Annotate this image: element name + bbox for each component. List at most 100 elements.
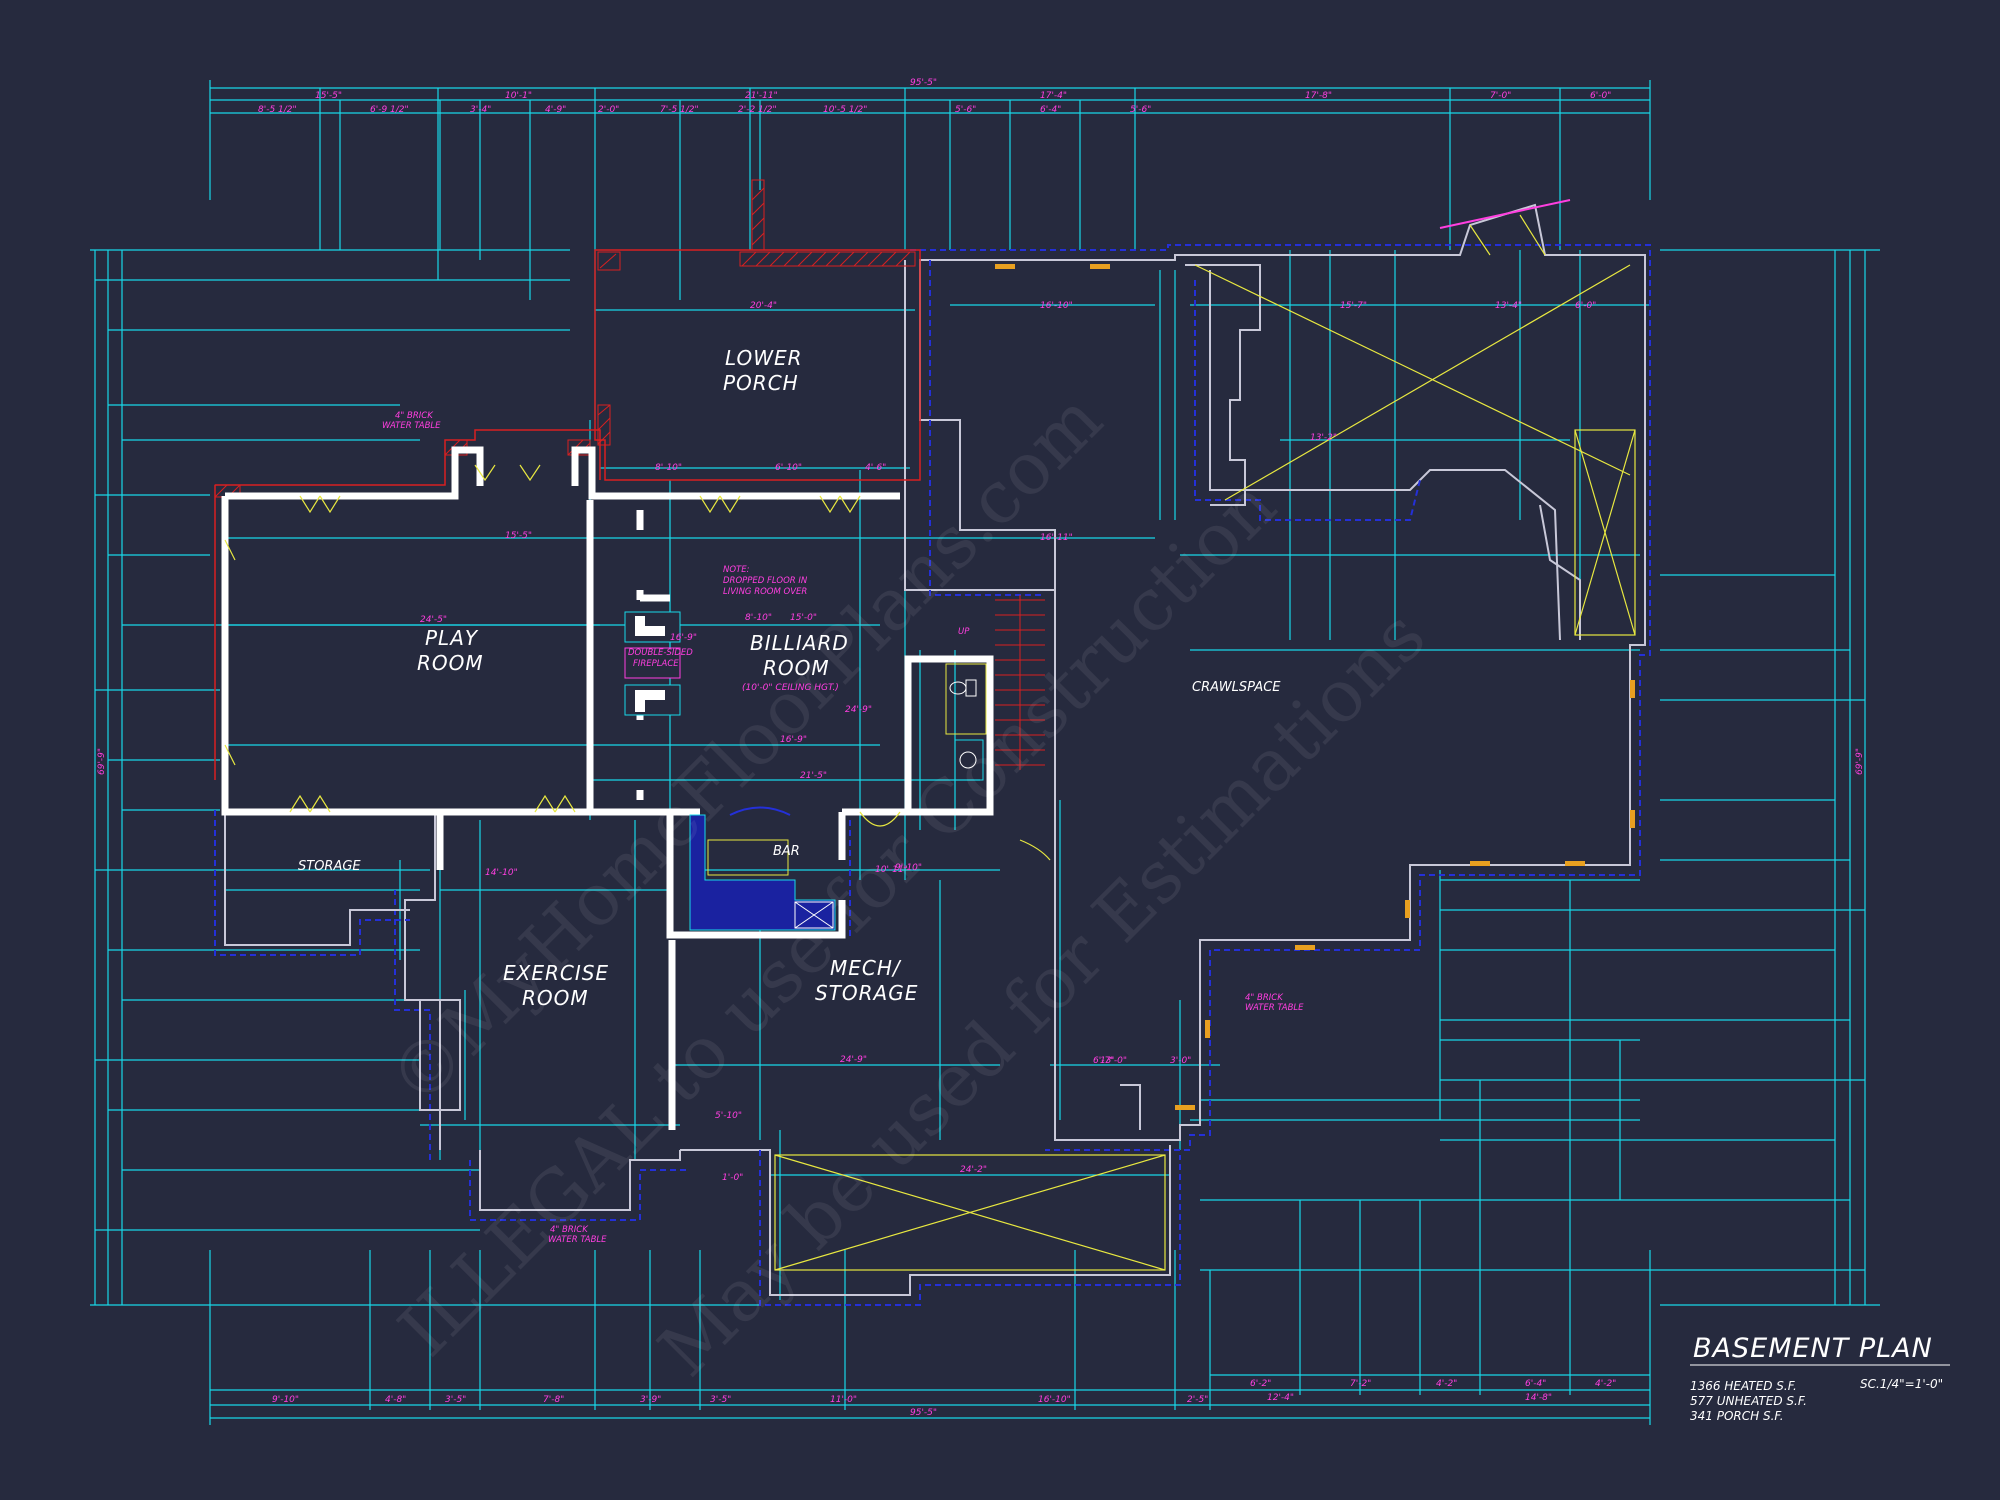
dimension-label: 16'-9" bbox=[780, 735, 807, 745]
dimension-label: 13'-4" bbox=[1495, 301, 1522, 311]
billiard-ceiling-height: (10'-0" CEILING HGT.) bbox=[742, 683, 839, 693]
dimension-label: 6'-10" bbox=[775, 463, 802, 473]
bar-label: BAR bbox=[773, 844, 800, 859]
crawlspace-label: CRAWLSPACE bbox=[1192, 680, 1281, 695]
title-block: BASEMENT PLAN 1366 HEATED S.F. 577 UNHEA… bbox=[1690, 1333, 1950, 1423]
dimension-label: 6'-4" bbox=[1525, 1379, 1546, 1389]
dimension-label: 3'-5" bbox=[445, 1395, 466, 1405]
stair-up-note: UP bbox=[958, 627, 970, 637]
dimension-label: 10'-1" bbox=[505, 91, 532, 101]
dimension-label: 6'-4" bbox=[1040, 105, 1061, 115]
dimension-label: 4'-8" bbox=[385, 1395, 406, 1405]
dropped-floor-note-2: DROPPED FLOOR IN bbox=[723, 576, 808, 586]
exercise-room-label-2: ROOM bbox=[522, 986, 589, 1010]
exercise-room-label-1: EXERCISE bbox=[503, 961, 609, 985]
dim-bottom-right-row-2: 12'-4" 14'-8" bbox=[1267, 1393, 1552, 1403]
stair bbox=[995, 595, 1045, 770]
brick-note-right-2: WATER TABLE bbox=[1245, 1003, 1304, 1013]
dimension-label: 9'-10" bbox=[272, 1395, 299, 1405]
plan-title: BASEMENT PLAN bbox=[1693, 1333, 1933, 1364]
play-room-label-1: PLAY bbox=[425, 626, 479, 650]
dimension-label: 14'-8" bbox=[1525, 1393, 1552, 1403]
dimension-label: 24'-5" bbox=[420, 615, 447, 625]
lower-porch-slab bbox=[214, 179, 921, 780]
dimension-label: 2'-0" bbox=[598, 105, 619, 115]
dimension-label: 20'-4" bbox=[750, 301, 777, 311]
dim-bottom-right-row: 6'-2"7'-2"4'-2"6'-4"4'-2" bbox=[1250, 1379, 1616, 1389]
dim-bottom-overall: 95'-5" bbox=[910, 1408, 937, 1418]
bar-counter bbox=[689, 806, 836, 931]
dim-top-row-1: 15'-5"10'-1"21'-11"17'-4"17'-8"7'-0"6'-0… bbox=[315, 91, 1611, 101]
dimension-label: 16'-11" bbox=[1040, 533, 1073, 543]
dimension-label: 24'-9" bbox=[840, 1055, 867, 1065]
dimension-label: 4'-2" bbox=[1595, 1379, 1616, 1389]
dimension-label: 5'-6" bbox=[1130, 105, 1151, 115]
dimension-label: 2'-2 1/2" bbox=[738, 105, 777, 115]
dimension-label: 15'-5" bbox=[315, 91, 342, 101]
fireplace-note-1: DOUBLE-SIDED bbox=[628, 648, 693, 658]
dimension-label: 16'-9" bbox=[670, 633, 697, 643]
dimension-label: 16'-10" bbox=[1040, 301, 1073, 311]
dimension-label: 3'-9" bbox=[640, 1395, 661, 1405]
dimension-label: 6'-9 1/2" bbox=[370, 105, 409, 115]
dimension-label: 4'-9" bbox=[545, 105, 566, 115]
dim-left-overall: 69'-9" bbox=[97, 748, 107, 775]
dropped-floor-note-3: LIVING ROOM OVER bbox=[723, 587, 807, 597]
dimension-label: 8'-10" bbox=[655, 463, 682, 473]
dimension-label: 5'-10" bbox=[715, 1111, 742, 1121]
dimension-label: 6'-2" bbox=[1250, 1379, 1271, 1389]
dimension-label: 16'-10" bbox=[1038, 1395, 1071, 1405]
crawlspace-x-marks bbox=[774, 199, 1636, 1271]
dimension-label: 13'-2" bbox=[1310, 433, 1337, 443]
dimension-label: 3'-5" bbox=[710, 1395, 731, 1405]
mech-storage-label-2: STORAGE bbox=[815, 981, 918, 1005]
bathroom bbox=[945, 663, 987, 781]
dimension-label: 6'-7" bbox=[1093, 1056, 1114, 1066]
dimension-label: 13'-0" bbox=[1100, 1056, 1127, 1066]
brick-note-bottom-2: WATER TABLE bbox=[548, 1235, 607, 1245]
mech-storage-label-1: MECH/ bbox=[830, 956, 902, 980]
dropped-floor-note-1: NOTE: bbox=[723, 565, 750, 575]
dimension-label: 6'-0" bbox=[1590, 91, 1611, 101]
dimension-label: 3'-4" bbox=[470, 105, 491, 115]
play-room-label-2: ROOM bbox=[417, 651, 484, 675]
dimension-label: 4'-6" bbox=[865, 463, 886, 473]
dimension-label: 15'-0" bbox=[790, 613, 817, 623]
windows bbox=[995, 264, 1635, 1110]
billiard-room-label-1: BILLIARD bbox=[750, 631, 849, 655]
dimension-label: 3'-0" bbox=[1170, 1056, 1191, 1066]
dimension-label: 12'-4" bbox=[1267, 1393, 1294, 1403]
dimension-label: 7'-5 1/2" bbox=[660, 105, 699, 115]
billiard-room-label-2: ROOM bbox=[763, 656, 830, 680]
dim-bottom-row: 9'-10"4'-8"3'-5"7'-8"3'-9"3'-5"11'-0"16'… bbox=[272, 1395, 1208, 1405]
dim-top-row-2: 8'-5 1/2" 6'-9 1/2" 3'-4" 4'-9" 2'-0" 7'-5 1/… bbox=[258, 105, 1151, 115]
brick-note-top-2: WATER TABLE bbox=[382, 421, 441, 431]
porch-sf: 341 PORCH S.F. bbox=[1690, 1409, 1784, 1423]
dimension-label: 4'-2" bbox=[1436, 1379, 1457, 1389]
dimension-label: 10'-11" bbox=[875, 865, 908, 875]
dimension-label: 2'-5" bbox=[1187, 1395, 1208, 1405]
door-swings bbox=[224, 464, 1051, 861]
dimension-label: 8'-5 1/2" bbox=[258, 105, 297, 115]
storage-label: STORAGE bbox=[298, 859, 361, 874]
fireplace bbox=[624, 611, 681, 716]
brick-note-top-1: 4" BRICK bbox=[395, 411, 434, 421]
dim-top-overall: 95'-5" bbox=[910, 78, 937, 88]
plan-scale: SC.1/4"=1'-0" bbox=[1860, 1377, 1943, 1391]
lower-porch-label-2: PORCH bbox=[723, 371, 799, 395]
room-labels: LOWER PORCH PLAY ROOM BILLIARD ROOM (10'… bbox=[298, 346, 1281, 1010]
heated-sf: 1366 HEATED S.F. bbox=[1690, 1379, 1797, 1393]
dimension-text: 95'-5" 95'-5" 69'-9" 69'-9" 15'-5"10'-1"… bbox=[97, 78, 1865, 1418]
watermark: ©MyHomeFloorPlans.com ILLEGAL to use for… bbox=[373, 377, 1442, 1392]
dimension-label: 1'-0" bbox=[722, 1173, 743, 1183]
dimension-label: 21'-5" bbox=[800, 771, 827, 781]
interior-walls bbox=[221, 446, 994, 1130]
dimension-label: 17'-8" bbox=[1305, 91, 1332, 101]
brick-note-bottom-1: 4" BRICK bbox=[550, 1225, 589, 1235]
dimension-label: 5'-6" bbox=[955, 105, 976, 115]
dimension-label: 6'-0" bbox=[1575, 301, 1596, 311]
dimension-label: 14'-10" bbox=[485, 868, 518, 878]
brick-note-right-1: 4" BRICK bbox=[1245, 993, 1284, 1003]
dimension-label: 9'-10" bbox=[895, 863, 922, 873]
